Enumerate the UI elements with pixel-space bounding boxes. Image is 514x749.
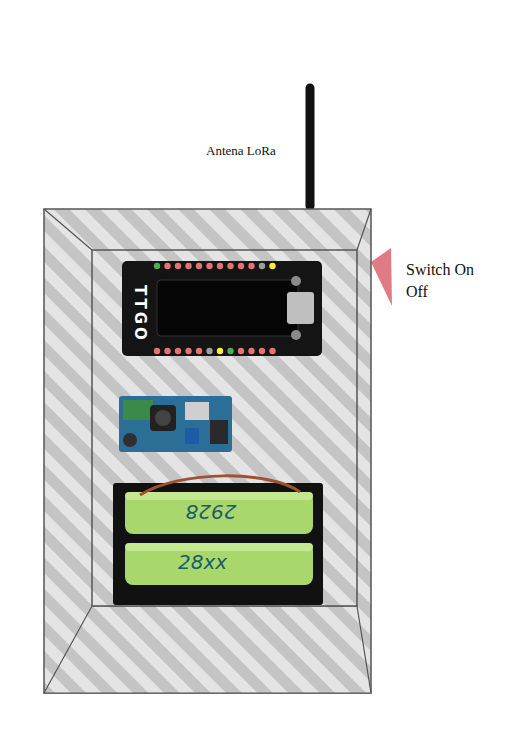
header-pin: [259, 263, 265, 269]
header-pin: [175, 263, 181, 269]
power-switch: [371, 248, 392, 306]
header-pin: [154, 348, 160, 354]
header-pin: [259, 348, 265, 354]
header-pin: [248, 348, 254, 354]
header-pin: [206, 348, 212, 354]
header-pin: [227, 263, 233, 269]
header-pin: [206, 263, 212, 269]
buck-converter: [119, 396, 232, 452]
enclosure-inner: [92, 250, 357, 606]
switch-label: Switch On Off: [406, 259, 482, 303]
header-pin: [269, 263, 275, 269]
header-pin: [227, 348, 233, 354]
header-pin: [154, 263, 160, 269]
header-pin: [185, 263, 191, 269]
battery-holder: [113, 476, 323, 605]
battery-marking: 2928: [176, 500, 246, 524]
enclosure-outer: [44, 209, 371, 693]
battery-marking: 28xx: [178, 550, 248, 574]
enclosure-floor: [44, 606, 371, 693]
lora-antenna: [306, 88, 315, 206]
header-pin: [196, 348, 202, 354]
header-pin: [269, 348, 275, 354]
ttgo-board: [122, 261, 322, 356]
header-pin: [164, 263, 170, 269]
header-pin: [248, 263, 254, 269]
board-brand: TTGO: [131, 285, 149, 333]
header-pin: [164, 348, 170, 354]
header-pin: [238, 263, 244, 269]
header-pin: [217, 348, 223, 354]
antenna-label: Antena LoRa: [206, 143, 306, 159]
header-pin: [175, 348, 181, 354]
header-pin: [196, 263, 202, 269]
header-pin: [185, 348, 191, 354]
header-pin: [238, 348, 244, 354]
header-pin: [217, 263, 223, 269]
